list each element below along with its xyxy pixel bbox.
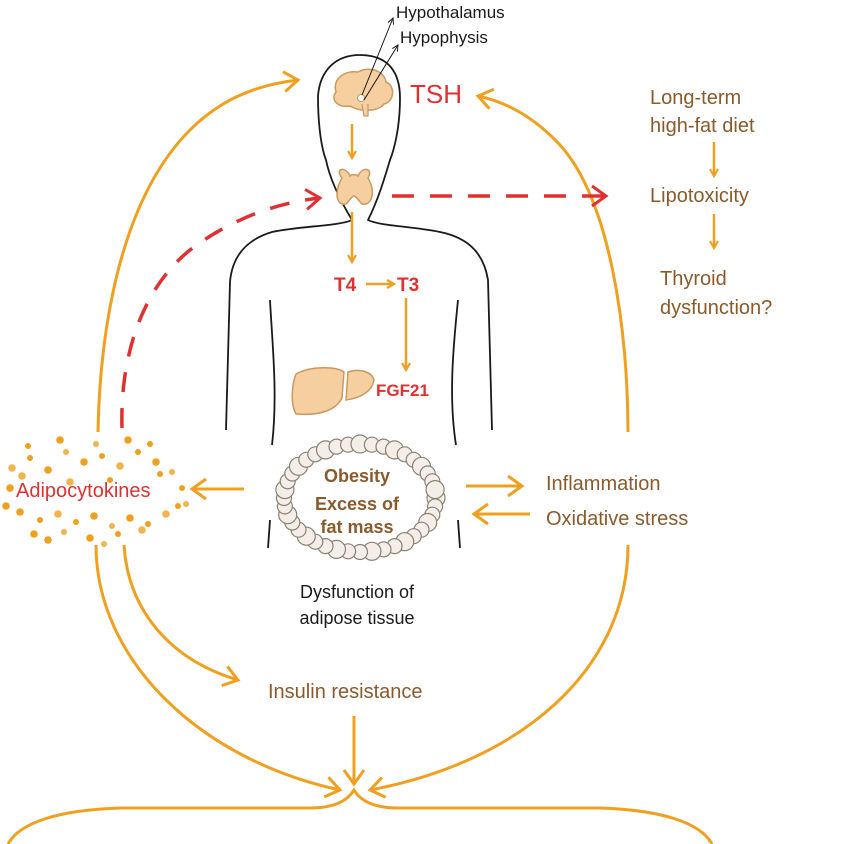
adipocytokine-dot bbox=[25, 443, 31, 449]
long-term-line-1: Long-term bbox=[650, 87, 741, 109]
adipocytokine-dot bbox=[183, 501, 189, 507]
oxidative-stress-label: Oxidative stress bbox=[546, 508, 688, 530]
arrow-left-loop bbox=[96, 70, 301, 433]
adipocytokine-dot bbox=[147, 441, 153, 447]
lipotoxicity-label: Lipotoxicity bbox=[650, 185, 749, 207]
insulin-resistance-label: Insulin resistance bbox=[268, 681, 423, 703]
adipocytokine-dot bbox=[107, 477, 113, 483]
adipocytokine-dot bbox=[99, 453, 105, 459]
hypophysis-label: Hypophysis bbox=[400, 28, 488, 47]
arrow-inflammation-down bbox=[367, 544, 630, 799]
adipocytokines-label: Adipocytokines bbox=[16, 480, 151, 502]
long-term-line-2: high-fat diet bbox=[650, 115, 755, 137]
adipocytokine-dot bbox=[18, 472, 26, 480]
dysfunction-line-2: adipose tissue bbox=[299, 608, 414, 628]
adipocytokine-dot bbox=[66, 478, 74, 486]
arrow-right-loop bbox=[475, 87, 630, 433]
adipocytokine-dot bbox=[145, 521, 151, 527]
body-outline bbox=[225, 54, 493, 431]
inflammation-label: Inflammation bbox=[546, 473, 661, 495]
thyroid-dysfunction-line-1: Thyroid bbox=[660, 268, 727, 290]
adipocytokine-dot bbox=[6, 484, 14, 492]
adipocytokine-dot bbox=[109, 523, 115, 529]
adipocytokine-dot bbox=[115, 531, 121, 537]
hypothalamus-pointer bbox=[361, 18, 393, 96]
adipocytokine-dot bbox=[101, 541, 107, 547]
adipocytokine-dot bbox=[175, 503, 181, 509]
fat-cell bbox=[425, 480, 445, 500]
brain-icon bbox=[333, 68, 394, 117]
adipocytokine-dot bbox=[179, 485, 185, 491]
adipocytokine-dot bbox=[157, 471, 163, 477]
adipocytokine-dot bbox=[169, 469, 175, 475]
arrow-adipocytokines-down bbox=[94, 544, 343, 799]
adipocytokine-dot bbox=[116, 462, 124, 470]
adipocytokine-dot bbox=[152, 458, 160, 466]
adipocytokine-dot bbox=[56, 436, 64, 444]
adipocytokine-dot bbox=[44, 536, 52, 544]
dysfunction-line-1: Dysfunction of bbox=[300, 582, 415, 602]
tsh-label: TSH bbox=[410, 79, 462, 109]
body-torso bbox=[267, 299, 461, 549]
adipocytokine-dot bbox=[86, 534, 94, 542]
fat-mass-label: fat mass bbox=[320, 517, 393, 537]
adipocytokine-dot bbox=[126, 514, 134, 522]
bottom-curve bbox=[6, 787, 714, 844]
hypothalamus-label: Hypothalamus bbox=[396, 3, 505, 22]
adipocytokine-dot bbox=[63, 449, 69, 455]
adipocytokine-dot bbox=[73, 519, 79, 525]
thyroid-dysfunction-line-2: dysfunction? bbox=[660, 297, 772, 319]
adipocytokine-dot bbox=[80, 458, 88, 466]
t3-label: T3 bbox=[397, 275, 419, 296]
adipocytokine-dot bbox=[93, 441, 99, 447]
adipocytokine-dots bbox=[2, 436, 189, 547]
adipocytokine-dot bbox=[61, 529, 67, 535]
liver-icon bbox=[291, 367, 375, 416]
excess-of-label: Excess of bbox=[315, 494, 400, 514]
adipocytokine-dot bbox=[135, 449, 141, 455]
adipocytokine-dot bbox=[8, 464, 16, 472]
thyroid-icon bbox=[336, 168, 374, 205]
adipocytokine-dot bbox=[30, 530, 38, 538]
arrow-adipocytokines-thyroid bbox=[120, 188, 323, 429]
obesity-label: Obesity bbox=[324, 466, 390, 486]
adipocytokine-dot bbox=[44, 466, 52, 474]
fgf21-label: FGF21 bbox=[376, 381, 429, 400]
adipocytokine-dot bbox=[2, 502, 10, 510]
adipocytokine-dot bbox=[27, 455, 33, 461]
arrow-adipocytokines-insulin bbox=[122, 544, 241, 688]
adipocytokine-dot bbox=[124, 436, 132, 444]
adipocytokine-dot bbox=[162, 510, 170, 518]
adipocytokine-dot bbox=[90, 512, 98, 520]
t4-label: T4 bbox=[334, 275, 357, 296]
adipocytokine-dot bbox=[16, 508, 24, 516]
hypophysis-pointer bbox=[363, 45, 398, 101]
adipocytokine-dot bbox=[37, 517, 43, 523]
adipocytokine-dot bbox=[54, 510, 62, 518]
fat-cells-icon bbox=[275, 434, 446, 561]
adipocytokine-dot bbox=[138, 526, 146, 534]
